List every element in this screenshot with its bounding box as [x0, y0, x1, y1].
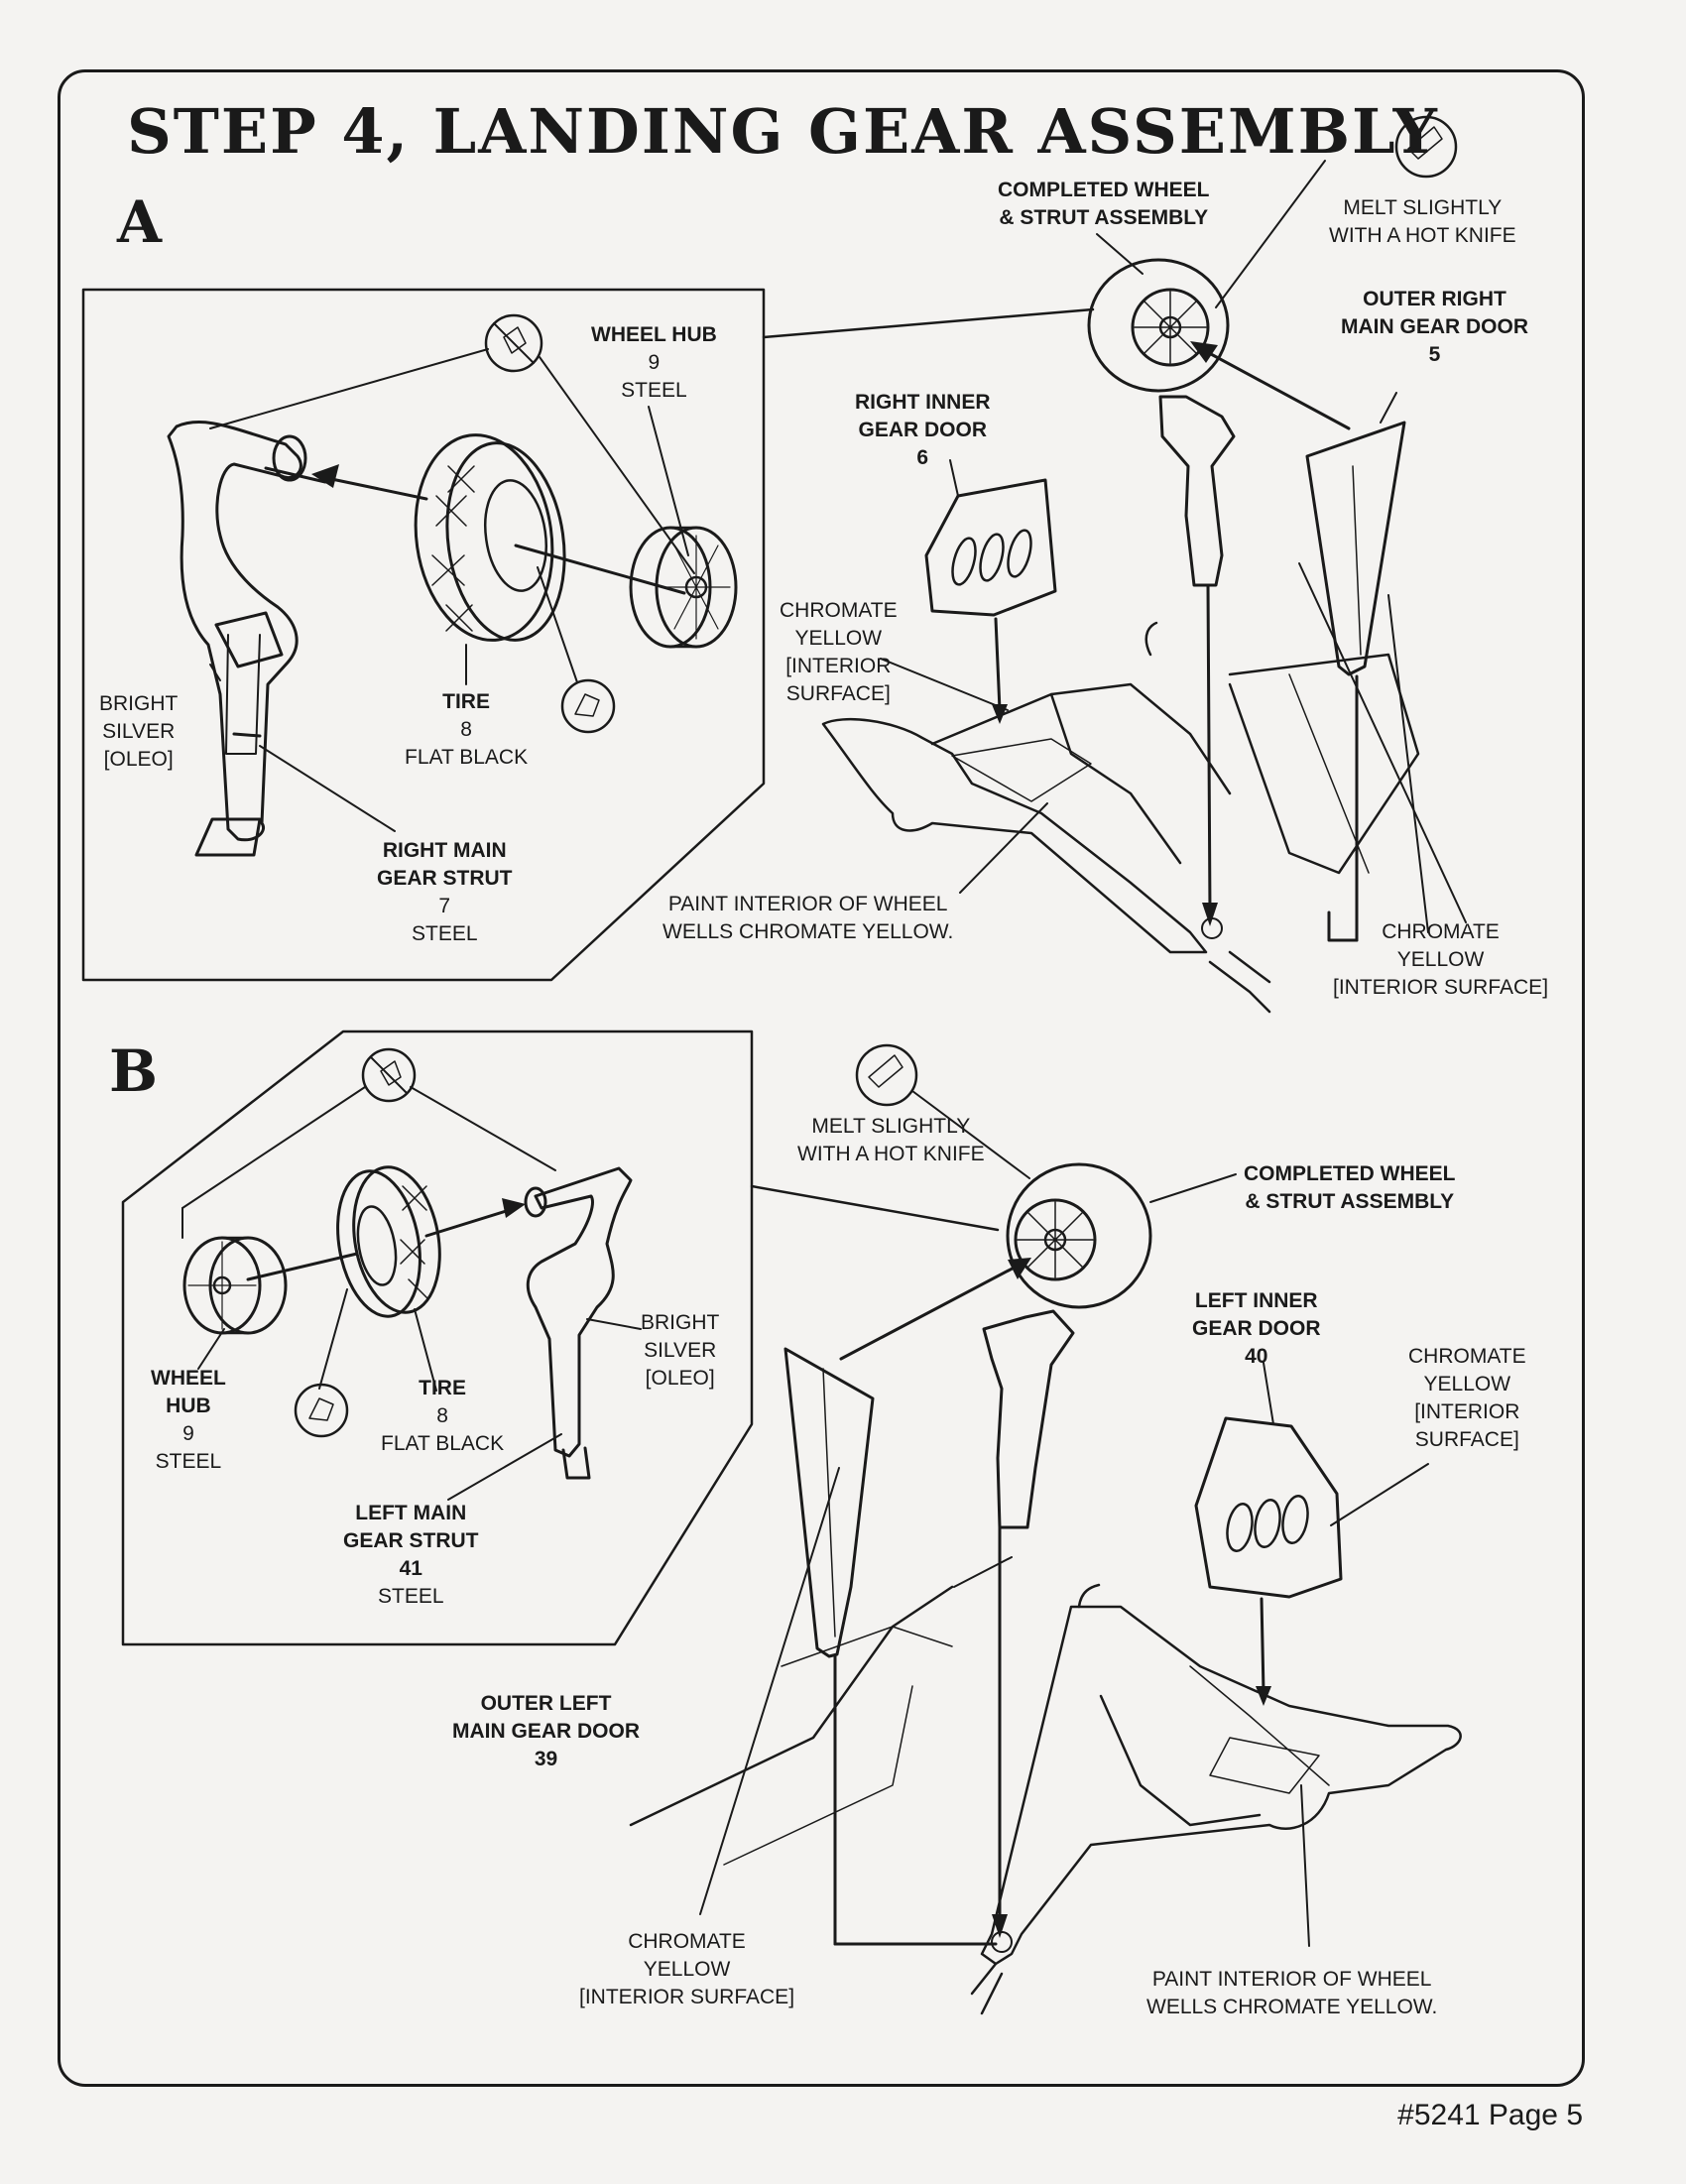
section-b-wheel-hub: [184, 1238, 286, 1333]
b-outer-left-main-gear-door-label: OUTER LEFT MAIN GEAR DOOR 39: [452, 1692, 640, 1770]
section-a-wing: [823, 623, 1418, 1012]
section-a-tire: [403, 426, 576, 650]
section-a-wheel-hub: [631, 528, 736, 647]
a-completed-wheel-label: COMPLETED WHEEL & STRUT ASSEMBLY: [998, 179, 1210, 229]
section-a-detail-box: [83, 290, 764, 980]
b-completed-wheel-label: COMPLETED WHEEL & STRUT ASSEMBLY: [1244, 1162, 1456, 1213]
page-title: STEP 4, LANDING GEAR ASSEMBLY: [127, 95, 1439, 168]
hot-knife-icon: [1396, 117, 1456, 177]
b-chromate-yellow-bottom-label: CHROMATE YELLOW [INTERIOR SURFACE]: [579, 1930, 795, 2008]
page-frame: [58, 69, 1585, 2087]
a-melt-slightly-label: MELT SLIGHTLY WITH A HOT KNIFE: [1329, 196, 1516, 247]
section-a-completed-wheel: [1089, 260, 1234, 926]
a-chromate-yellow-right-label: CHROMATE YELLOW [INTERIOR SURFACE]: [1333, 920, 1549, 999]
section-b-tire: [327, 1160, 450, 1323]
b-wheel-hub-label: WHEEL HUB 9 STEEL: [151, 1367, 226, 1473]
b-paint-interior-label: PAINT INTERIOR OF WHEEL WELLS CHROMATE Y…: [1146, 1968, 1438, 2018]
b-melt-slightly-label: MELT SLIGHTLY WITH A HOT KNIFE: [797, 1115, 985, 1165]
section-a-outer-door: [1307, 393, 1404, 940]
a-bright-silver-label: BRIGHT SILVER [OLEO]: [99, 692, 179, 771]
section-b-outer-door: [785, 1349, 996, 1944]
section-b-completed-wheel: [984, 1164, 1150, 1938]
section-a-label: A: [117, 188, 163, 256]
hot-knife-icon-b: [857, 1045, 916, 1105]
a-right-inner-gear-door-label: RIGHT INNER GEAR DOOR 6: [855, 391, 991, 469]
section-b-label: B: [109, 1037, 159, 1105]
glue-icon: [562, 680, 614, 732]
no-glue-icon: [486, 315, 542, 371]
section-b-detail-box: [123, 1031, 752, 1644]
b-chromate-yellow-right-label: CHROMATE YELLOW [INTERIOR SURFACE]: [1408, 1345, 1526, 1451]
a-outer-right-main-gear-door-label: OUTER RIGHT MAIN GEAR DOOR 5: [1341, 288, 1528, 366]
a-chromate-yellow-left-label: CHROMATE YELLOW [INTERIOR SURFACE]: [780, 599, 898, 705]
a-tire-label: TIRE 8 FLAT BLACK: [405, 690, 529, 769]
section-b-wing: [631, 1585, 1461, 2013]
section-a-strut: [169, 422, 325, 855]
b-left-inner-gear-door-label: LEFT INNER GEAR DOOR 40: [1192, 1289, 1321, 1368]
b-bright-silver-label: BRIGHT SILVER [OLEO]: [641, 1311, 720, 1390]
a-paint-interior-label: PAINT INTERIOR OF WHEEL WELLS CHROMATE Y…: [662, 893, 954, 943]
section-b-strut: [526, 1168, 631, 1478]
b-left-main-gear-strut-label: LEFT MAIN GEAR STRUT 41 STEEL: [343, 1502, 479, 1608]
a-wheel-hub-label: WHEEL HUB 9 STEEL: [591, 323, 717, 402]
page-footer: #5241 Page 5: [1397, 2099, 1583, 2131]
b-tire-label: TIRE 8 FLAT BLACK: [381, 1377, 505, 1455]
section-a-inner-door: [926, 460, 1055, 724]
glue-icon-b: [296, 1385, 347, 1436]
a-right-main-gear-strut-label: RIGHT MAIN GEAR STRUT 7 STEEL: [377, 839, 513, 945]
no-glue-icon-b: [363, 1049, 415, 1101]
section-b-inner-door: [1196, 1363, 1428, 1706]
